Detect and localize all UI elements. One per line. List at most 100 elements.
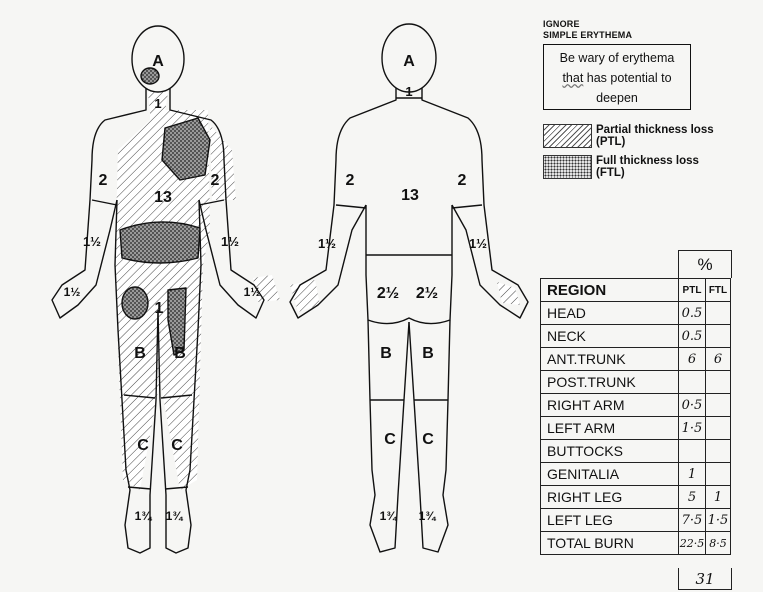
table-row: POST.TRUNK <box>541 371 731 394</box>
row-ptl: 1 <box>679 463 706 486</box>
back-label-upper-arm-left: 2 <box>346 172 355 189</box>
row-ptl: 6 <box>679 348 706 371</box>
front-label-leg-left: C <box>171 437 183 454</box>
row-region: RIGHT ARM <box>541 394 679 417</box>
warning-line2-rest: has potential to <box>583 71 671 85</box>
back-label-foot-right: 1¾ <box>419 509 437 523</box>
front-label-hand-left: 1½ <box>244 285 261 299</box>
row-ptl: 0.5 <box>679 302 706 325</box>
back-figure <box>290 24 528 552</box>
row-ftl <box>706 394 731 417</box>
row-ftl: 1·5 <box>706 509 731 532</box>
warning-line2: that has potential to <box>544 68 690 88</box>
ignore-note: IGNORE SIMPLE ERYTHEMA <box>543 19 632 41</box>
row-region: TOTAL BURN <box>541 532 679 555</box>
row-region: GENITALIA <box>541 463 679 486</box>
ignore-note-line2: SIMPLE ERYTHEMA <box>543 30 632 41</box>
front-label-leg-right: C <box>137 437 149 454</box>
row-region: BUTTOCKS <box>541 440 679 463</box>
back-label-head: A <box>403 53 415 70</box>
header-region: REGION <box>541 279 679 302</box>
back-label-forearm-right: 1½ <box>469 236 487 251</box>
back-label-thigh-right: B <box>422 345 434 362</box>
row-ptl: 22·5 <box>679 532 706 555</box>
front-label-genitalia: 1 <box>155 300 164 317</box>
row-region: LEFT LEG <box>541 509 679 532</box>
row-region: ANT.TRUNK <box>541 348 679 371</box>
hatch-swatch-icon <box>543 124 592 148</box>
table-row: HEAD0.5 <box>541 302 731 325</box>
front-label-thigh-right: B <box>134 345 146 362</box>
legend-partial-line1: Partial thickness loss <box>596 124 714 136</box>
front-label-trunk: 13 <box>154 189 172 206</box>
legend-full-line2: (FTL) <box>596 167 699 179</box>
back-label-buttock-left: 2½ <box>377 285 399 302</box>
table-header-row: REGION PTL FTL <box>541 279 731 302</box>
front-ftl-abdomen <box>120 222 200 263</box>
front-ftl-face <box>141 68 159 84</box>
row-ftl <box>706 325 731 348</box>
row-ptl <box>679 371 706 394</box>
grand-total: 31 <box>678 568 732 590</box>
row-ptl: 1·5 <box>679 417 706 440</box>
back-label-buttock-right: 2½ <box>416 285 438 302</box>
back-label-forearm-left: 1½ <box>318 236 336 251</box>
legend-partial-line2: (PTL) <box>596 136 714 148</box>
back-label-neck: 1 <box>405 84 412 99</box>
header-ptl: PTL <box>679 279 706 302</box>
front-label-foot-left: 1¾ <box>166 509 184 523</box>
front-label-thigh-left: B <box>174 345 186 362</box>
back-hand-right-hatched <box>497 282 520 305</box>
back-label-leg-right: C <box>422 431 434 448</box>
row-ptl: 0·5 <box>679 394 706 417</box>
front-label-forearm-right: 1½ <box>83 234 101 249</box>
warning-word-that: that <box>562 71 583 85</box>
row-region: NECK <box>541 325 679 348</box>
legend-partial-text: Partial thickness loss (PTL) <box>596 124 714 148</box>
row-region: RIGHT LEG <box>541 486 679 509</box>
warning-line1: Be wary of erythema <box>544 48 690 68</box>
table-row: BUTTOCKS <box>541 440 731 463</box>
back-label-thigh-left: B <box>380 345 392 362</box>
front-label-forearm-left: 1½ <box>221 234 239 249</box>
warning-line3: deepen <box>544 88 690 108</box>
front-label-head: A <box>152 53 164 70</box>
row-ftl <box>706 417 731 440</box>
row-ftl <box>706 371 731 394</box>
row-ftl <box>706 463 731 486</box>
row-region: POST.TRUNK <box>541 371 679 394</box>
back-label-trunk: 13 <box>401 187 419 204</box>
legend-partial-thickness: Partial thickness loss (PTL) <box>543 124 714 148</box>
row-ftl: 6 <box>706 348 731 371</box>
row-ftl: 1 <box>706 486 731 509</box>
front-label-foot-right: 1¾ <box>135 509 153 523</box>
row-ptl: 5 <box>679 486 706 509</box>
row-ftl <box>706 440 731 463</box>
front-label-upper-arm-right: 2 <box>99 172 108 189</box>
legend-full-thickness: Full thickness loss (FTL) <box>543 155 699 179</box>
stipple-swatch-icon <box>543 155 592 179</box>
back-region-labels: A 1 13 2 2 1½ 1½ 2½ 2½ B B C C 1¾ 1¾ <box>318 53 487 523</box>
front-label-neck: 1 <box>154 96 161 111</box>
percent-header: % <box>678 250 732 278</box>
header-ftl: FTL <box>706 279 731 302</box>
front-ftl-groin-right <box>122 287 148 319</box>
back-label-upper-arm-right: 2 <box>458 172 467 189</box>
row-region: HEAD <box>541 302 679 325</box>
front-label-hand-right: 1½ <box>64 285 81 299</box>
erythema-warning-box: Be wary of erythema that has potential t… <box>543 44 691 110</box>
row-ptl: 0.5 <box>679 325 706 348</box>
back-label-leg-left: C <box>384 431 396 448</box>
row-ptl <box>679 440 706 463</box>
row-ftl: 8·5 <box>706 532 731 555</box>
legend-full-line1: Full thickness loss <box>596 155 699 167</box>
row-ftl <box>706 302 731 325</box>
